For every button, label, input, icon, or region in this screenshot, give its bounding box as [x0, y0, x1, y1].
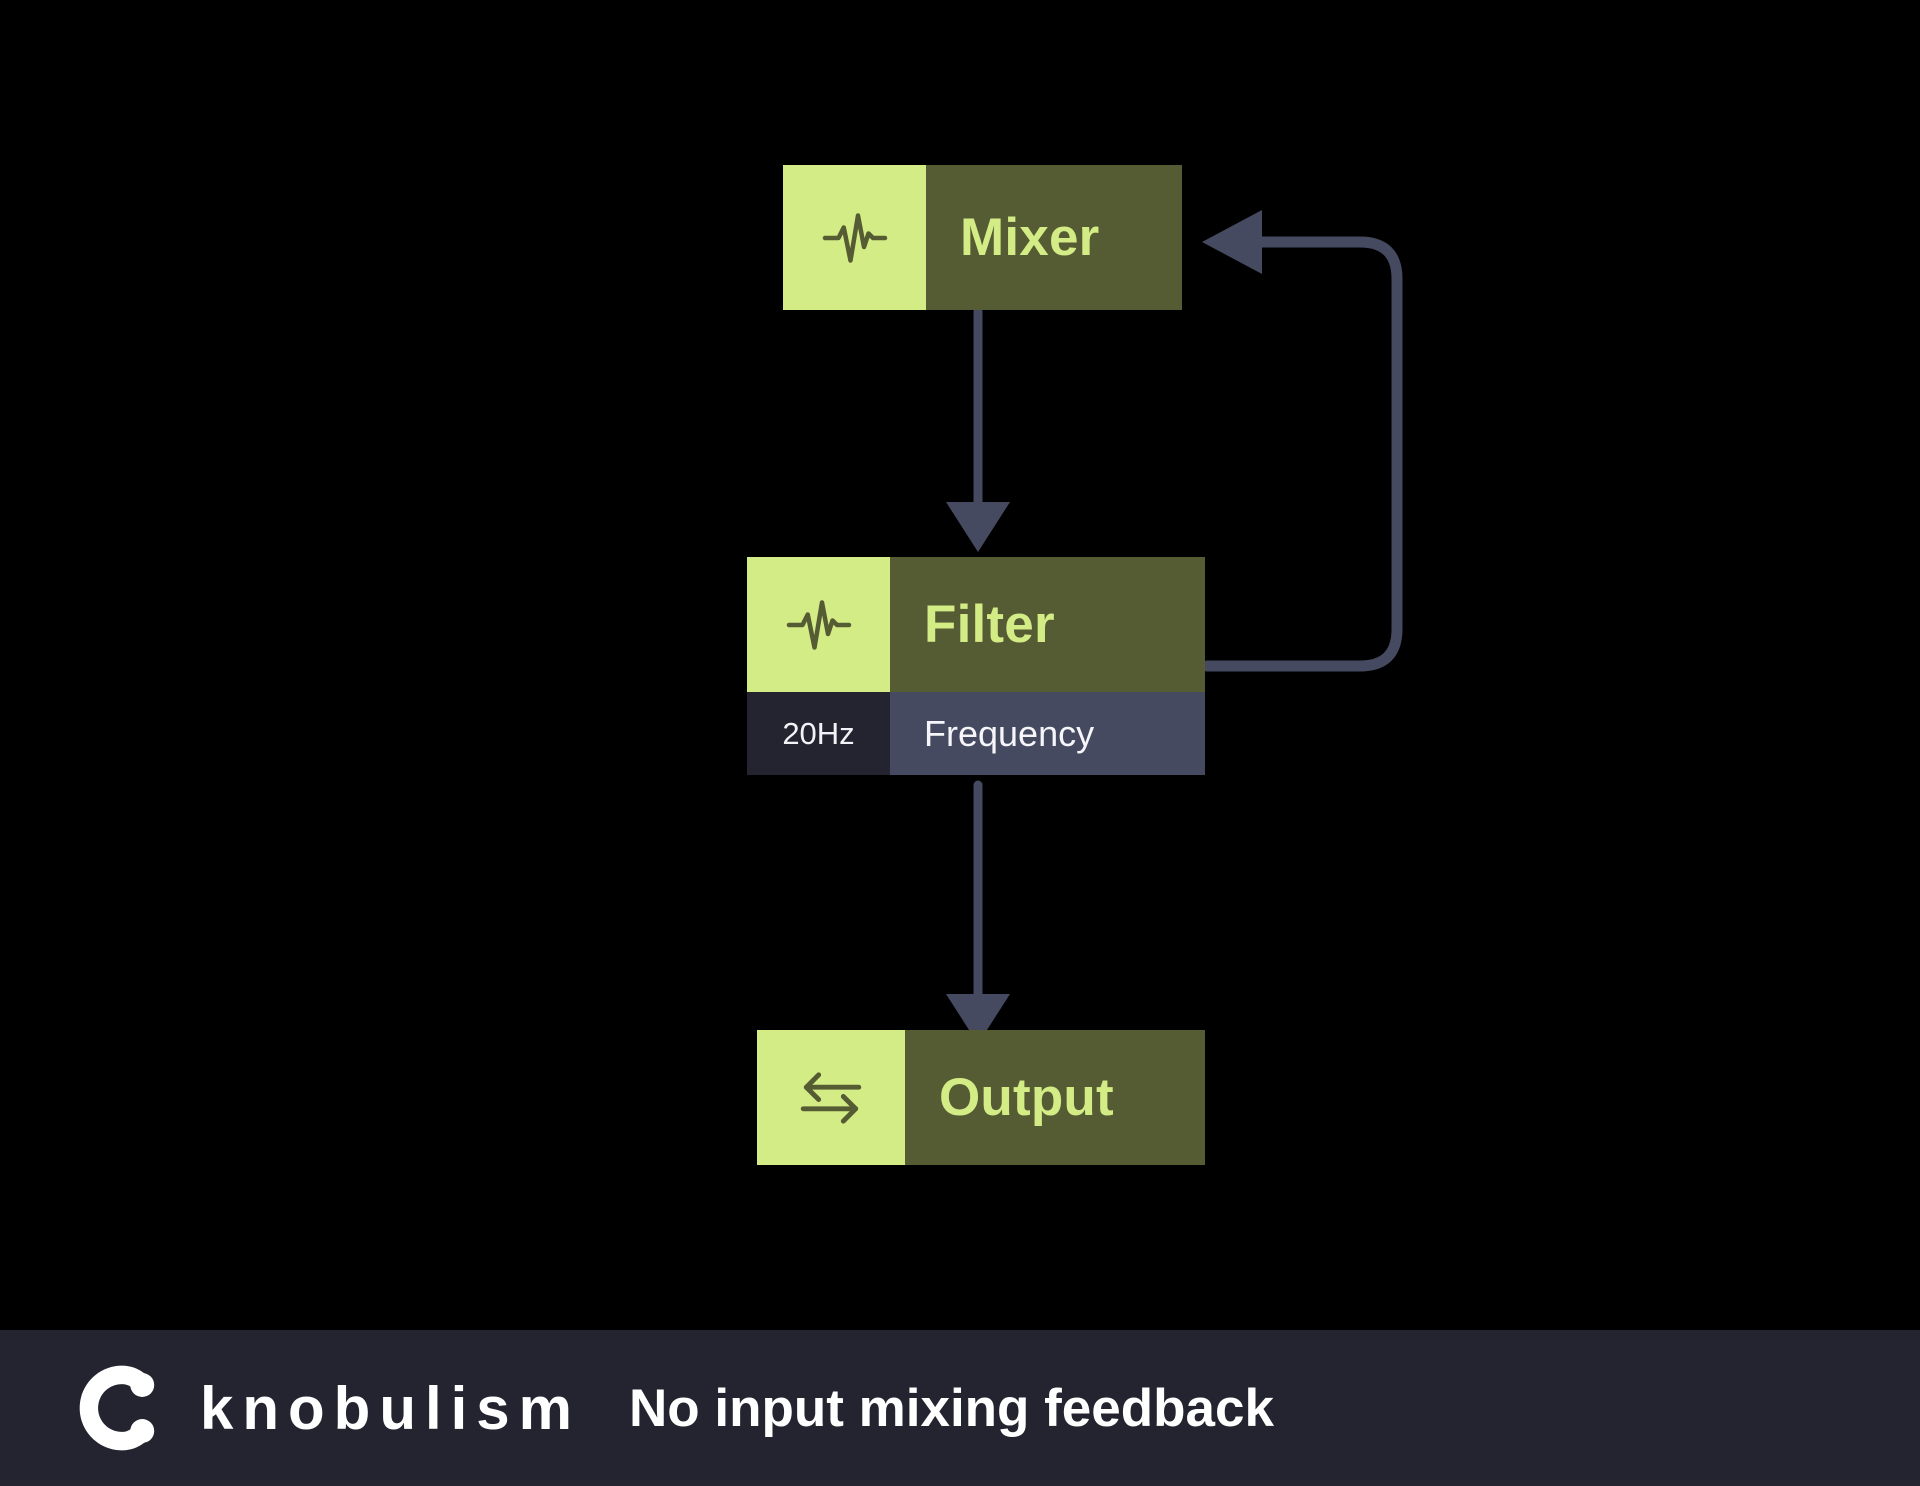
patch-canvas[interactable]: Mixer Filter 20Hz Frequency [0, 0, 1920, 1330]
node-output-body[interactable]: Output [905, 1030, 1205, 1165]
param-frequency-label: Frequency [890, 692, 1205, 775]
node-mixer-body[interactable]: Mixer [926, 165, 1182, 310]
node-mixer-title: Mixer [960, 208, 1100, 267]
node-filter[interactable]: Filter 20Hz Frequency [747, 557, 1205, 775]
node-output-header[interactable]: Output [757, 1030, 1205, 1165]
wire-feedback-filter-to-mixer [1201, 210, 1403, 672]
knob-logo-icon [79, 1365, 155, 1451]
param-row-frequency[interactable]: 20Hz Frequency [747, 692, 1205, 775]
node-filter-body[interactable]: Filter [890, 557, 1205, 692]
node-mixer-header[interactable]: Mixer [783, 165, 1182, 310]
param-frequency-value[interactable]: 20Hz [747, 692, 890, 775]
node-filter-header[interactable]: Filter [747, 557, 1205, 692]
footer-caption: No input mixing feedback [629, 1378, 1274, 1438]
footer-bar: knobulism No input mixing feedback [0, 1330, 1920, 1486]
wire-filter-to-output [946, 780, 1010, 1044]
brand-wordmark: knobulism [200, 1374, 582, 1442]
node-filter-title: Filter [924, 595, 1055, 654]
waveform-icon [783, 165, 926, 310]
wire-mixer-to-filter [946, 307, 1010, 552]
node-output[interactable]: Output [757, 1030, 1205, 1165]
waveform-icon [747, 557, 890, 692]
node-output-title: Output [939, 1068, 1114, 1127]
swap-arrows-icon [757, 1030, 905, 1165]
brand-lockup: knobulism [76, 1362, 581, 1454]
node-mixer[interactable]: Mixer [783, 165, 1182, 310]
